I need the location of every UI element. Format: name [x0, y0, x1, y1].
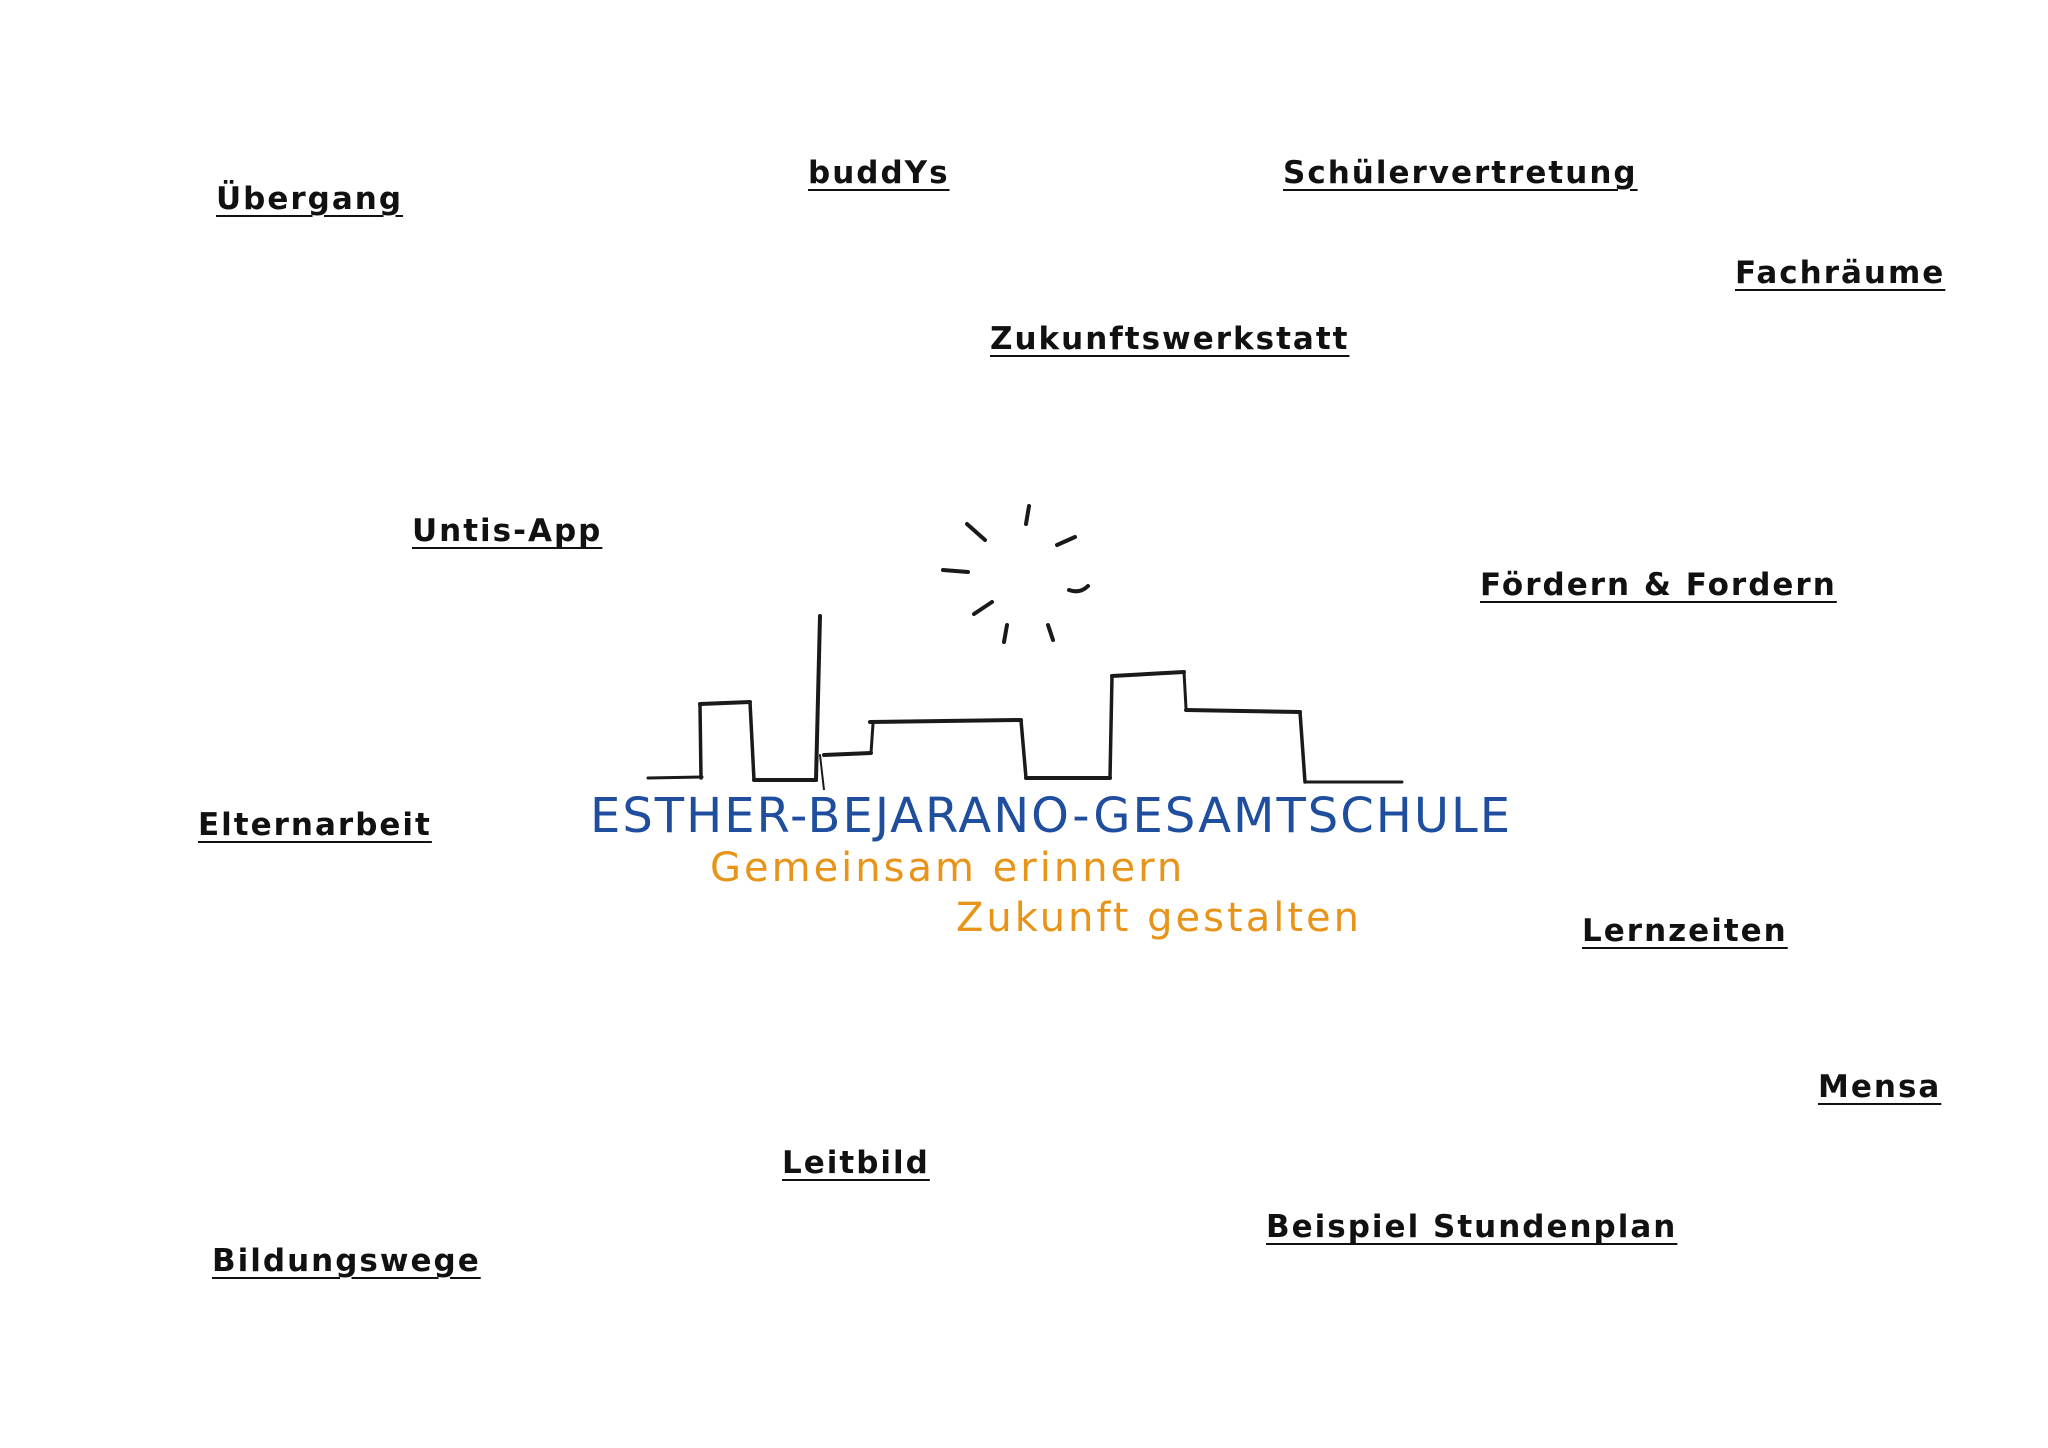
link-zukunftswerkstatt[interactable]: Zukunftswerkstatt — [990, 321, 1350, 357]
school-name: ESTHER-BEJARANO-GESAMTSCHULE — [590, 788, 1513, 844]
link-beispiel-stundenplan[interactable]: Beispiel Stundenplan — [1266, 1209, 1678, 1245]
sun-icon — [941, 504, 1090, 644]
link-schuelervertretung[interactable]: Schülervertretung — [1283, 155, 1638, 191]
link-buddys[interactable]: buddYs — [808, 155, 950, 191]
school-logo: ESTHER-BEJARANO-GESAMTSCHULE Gemeinsam e… — [580, 490, 1510, 970]
skyline-icon — [646, 614, 1404, 790]
link-uebergang[interactable]: Übergang — [216, 181, 404, 217]
link-lernzeiten[interactable]: Lernzeiten — [1582, 913, 1788, 949]
link-mensa[interactable]: Mensa — [1818, 1069, 1942, 1105]
skyline-sun-drawing — [646, 504, 1404, 790]
link-leitbild[interactable]: Leitbild — [782, 1145, 930, 1181]
link-fachraeume[interactable]: Fachräume — [1735, 255, 1946, 291]
motto-line-2: Zukunft gestalten — [956, 895, 1362, 941]
link-untis-app[interactable]: Untis-App — [412, 513, 603, 549]
link-foerdern-fordern[interactable]: Fördern & Fordern — [1480, 567, 1837, 603]
motto-line-1: Gemeinsam erinnern — [710, 845, 1186, 891]
link-elternarbeit[interactable]: Elternarbeit — [198, 807, 432, 843]
link-bildungswege[interactable]: Bildungswege — [212, 1243, 481, 1279]
